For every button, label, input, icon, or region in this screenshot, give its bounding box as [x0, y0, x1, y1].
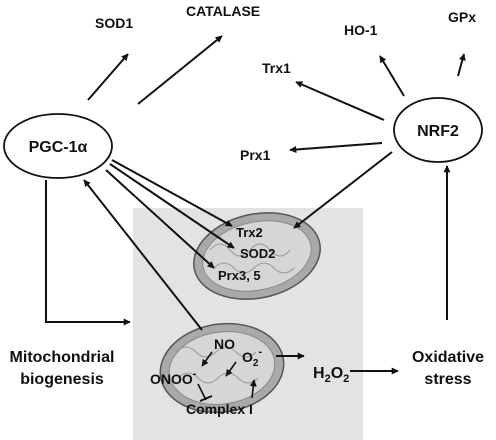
biogenesis-line2: biogenesis — [20, 371, 104, 388]
arrow-pgc-to-biogenesis — [45, 180, 131, 326]
sod1-label: SOD1 — [95, 15, 133, 31]
arrow-pgc-to-sod2 — [109, 163, 235, 249]
gpx-label: GPx — [448, 9, 476, 25]
catalase-label: CATALASE — [186, 3, 260, 19]
ho1-label: HO-1 — [344, 22, 378, 38]
no-label: NO — [214, 336, 235, 352]
trx2-label: Trx2 — [236, 225, 263, 240]
sod2-label: SOD2 — [240, 246, 275, 261]
oxidative-line1: Oxidative — [412, 349, 484, 366]
oxidative-line2: stress — [424, 371, 471, 388]
arrow-pgc-to-sod1 — [87, 53, 129, 101]
trx1-label: Trx1 — [262, 60, 291, 76]
arrow-nrf2-to-prx1 — [289, 142, 383, 154]
nrf2-node — [393, 97, 483, 163]
arrow-pgc-to-trx2 — [111, 159, 233, 227]
arrow-nrf2-to-ho1 — [379, 55, 405, 97]
biogenesis-line1: Mitochondrial — [10, 349, 115, 366]
prx35-label: Prx3, 5 — [218, 268, 261, 283]
arrow-nrf2-to-mito — [293, 151, 393, 229]
nrf2-label: NRF2 — [417, 123, 459, 140]
pgc1a-node — [3, 113, 113, 179]
prx1-label: Prx1 — [240, 147, 271, 163]
arrow-pgc-to-prx35 — [105, 169, 215, 269]
arrow-mito-to-pgc — [83, 179, 203, 331]
peroxynitrite-label: ONOO- — [150, 368, 197, 387]
arrow-nrf2-to-gpx — [457, 53, 466, 77]
superoxide-label: O2- — [242, 346, 262, 369]
pgc1a-label: PGC-1α — [29, 139, 88, 156]
complex1-label: Complex I — [186, 401, 253, 417]
h2o2-label: H2O2 — [313, 365, 349, 385]
arrow-pgc-to-catalase — [137, 35, 223, 105]
arrow-o2-to-onoo — [225, 361, 237, 377]
arrow-nrf2-to-trx1 — [295, 81, 385, 121]
inhibition-onoo-complex1 — [197, 383, 213, 402]
mitochondrion-top — [193, 212, 321, 300]
arrow-complex1-to-o2 — [249, 379, 257, 399]
arrow-no-to-onoo — [201, 351, 213, 367]
